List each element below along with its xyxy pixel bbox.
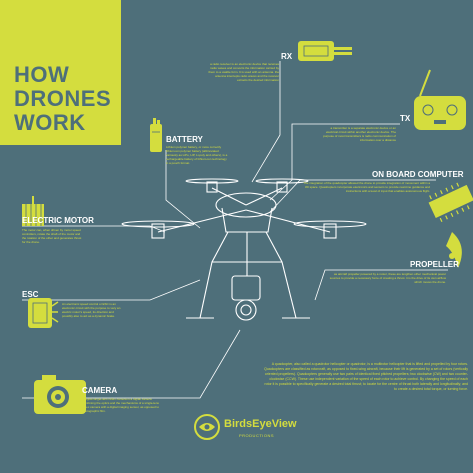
drone-arm-front-left [157,209,247,233]
motor-leader-line [22,225,166,233]
computer-chip-icon [428,182,473,223]
battery-icon [150,118,162,152]
drone-body-top [215,192,277,218]
drone-prop-front-right [293,220,367,228]
esc-leader-line [22,279,201,301]
rx-label: RX [281,52,293,61]
tx-label: TX [400,114,411,123]
rx-leader-line [251,61,281,183]
drone-motor-front-left [151,223,165,239]
rx-receiver-icon [298,41,352,61]
propeller-label: PROPELLER [410,260,459,269]
esc-description: An electronic speed control or ESC is an… [62,302,121,318]
drone-arm-front-right [245,209,331,233]
drone-camera-lens-inner [240,304,252,316]
drone-arm-back-right [245,187,283,206]
drone-prop-front-left [121,220,195,228]
drone-arm-back-left [211,187,247,206]
drone-motor-back-right [276,181,288,193]
drone-illustration [121,178,367,321]
leader-lines [22,61,448,399]
electric-motor-description: The motor can, when driven by motor spee… [22,228,82,244]
propeller-leader-line [314,269,448,301]
drone-motor-front-right [323,223,337,239]
drone-camera-lens [235,299,257,321]
onboard-computer-description: The integration of the quadcopter allowe… [303,181,430,193]
brand-name: BirdsEyeView [224,418,297,430]
drone-leg-left [199,231,229,319]
drone-prop-back-right [255,178,309,184]
drone-leg-right [265,231,297,319]
tx-description: a transmitter is a separate electronic d… [323,126,396,142]
battery-label: BATTERY [166,135,203,144]
camera-icon [34,375,86,414]
propeller-icon [446,232,462,268]
title-line-1: HOW [14,62,70,87]
tx-transmitter-icon [414,69,466,130]
title-line-2: DRONES [14,86,112,111]
brand-subtitle: PRODUCTIONS [239,433,275,438]
quadcopter-paragraph: A quadcopter, also called a quadrotor he… [264,362,468,391]
camera-description: A digital single-lens reflex camera is a… [82,397,160,413]
esc-icon [28,298,59,328]
esc-label: ESC [22,290,39,299]
rx-description: a radio receiver is an electronic device… [208,62,279,82]
battery-leader-line [165,150,201,229]
tx-leader-line [269,123,400,201]
page-title: HOW DRONES WORK [14,63,118,135]
onboard-computer-label: ON BOARD COMPUTER [372,170,464,179]
title-panel: HOW DRONES WORK [0,0,121,145]
drone-body [221,207,273,233]
drone-camera [231,275,261,301]
electric-motor-icon [22,196,44,226]
title-line-3: WORK [14,110,86,135]
battery-description: Lithium polymer battery, or more correct… [166,145,228,165]
brand-logo-icon [194,414,220,440]
camera-label: CAMERA [82,386,118,395]
drone-motor-back-left [206,181,218,193]
electric-motor-label: ELECTRIC MOTOR [22,216,94,225]
propeller-description: as aircraft propeller powered by a motor… [329,272,446,284]
drone-prop-back-left [185,178,239,184]
